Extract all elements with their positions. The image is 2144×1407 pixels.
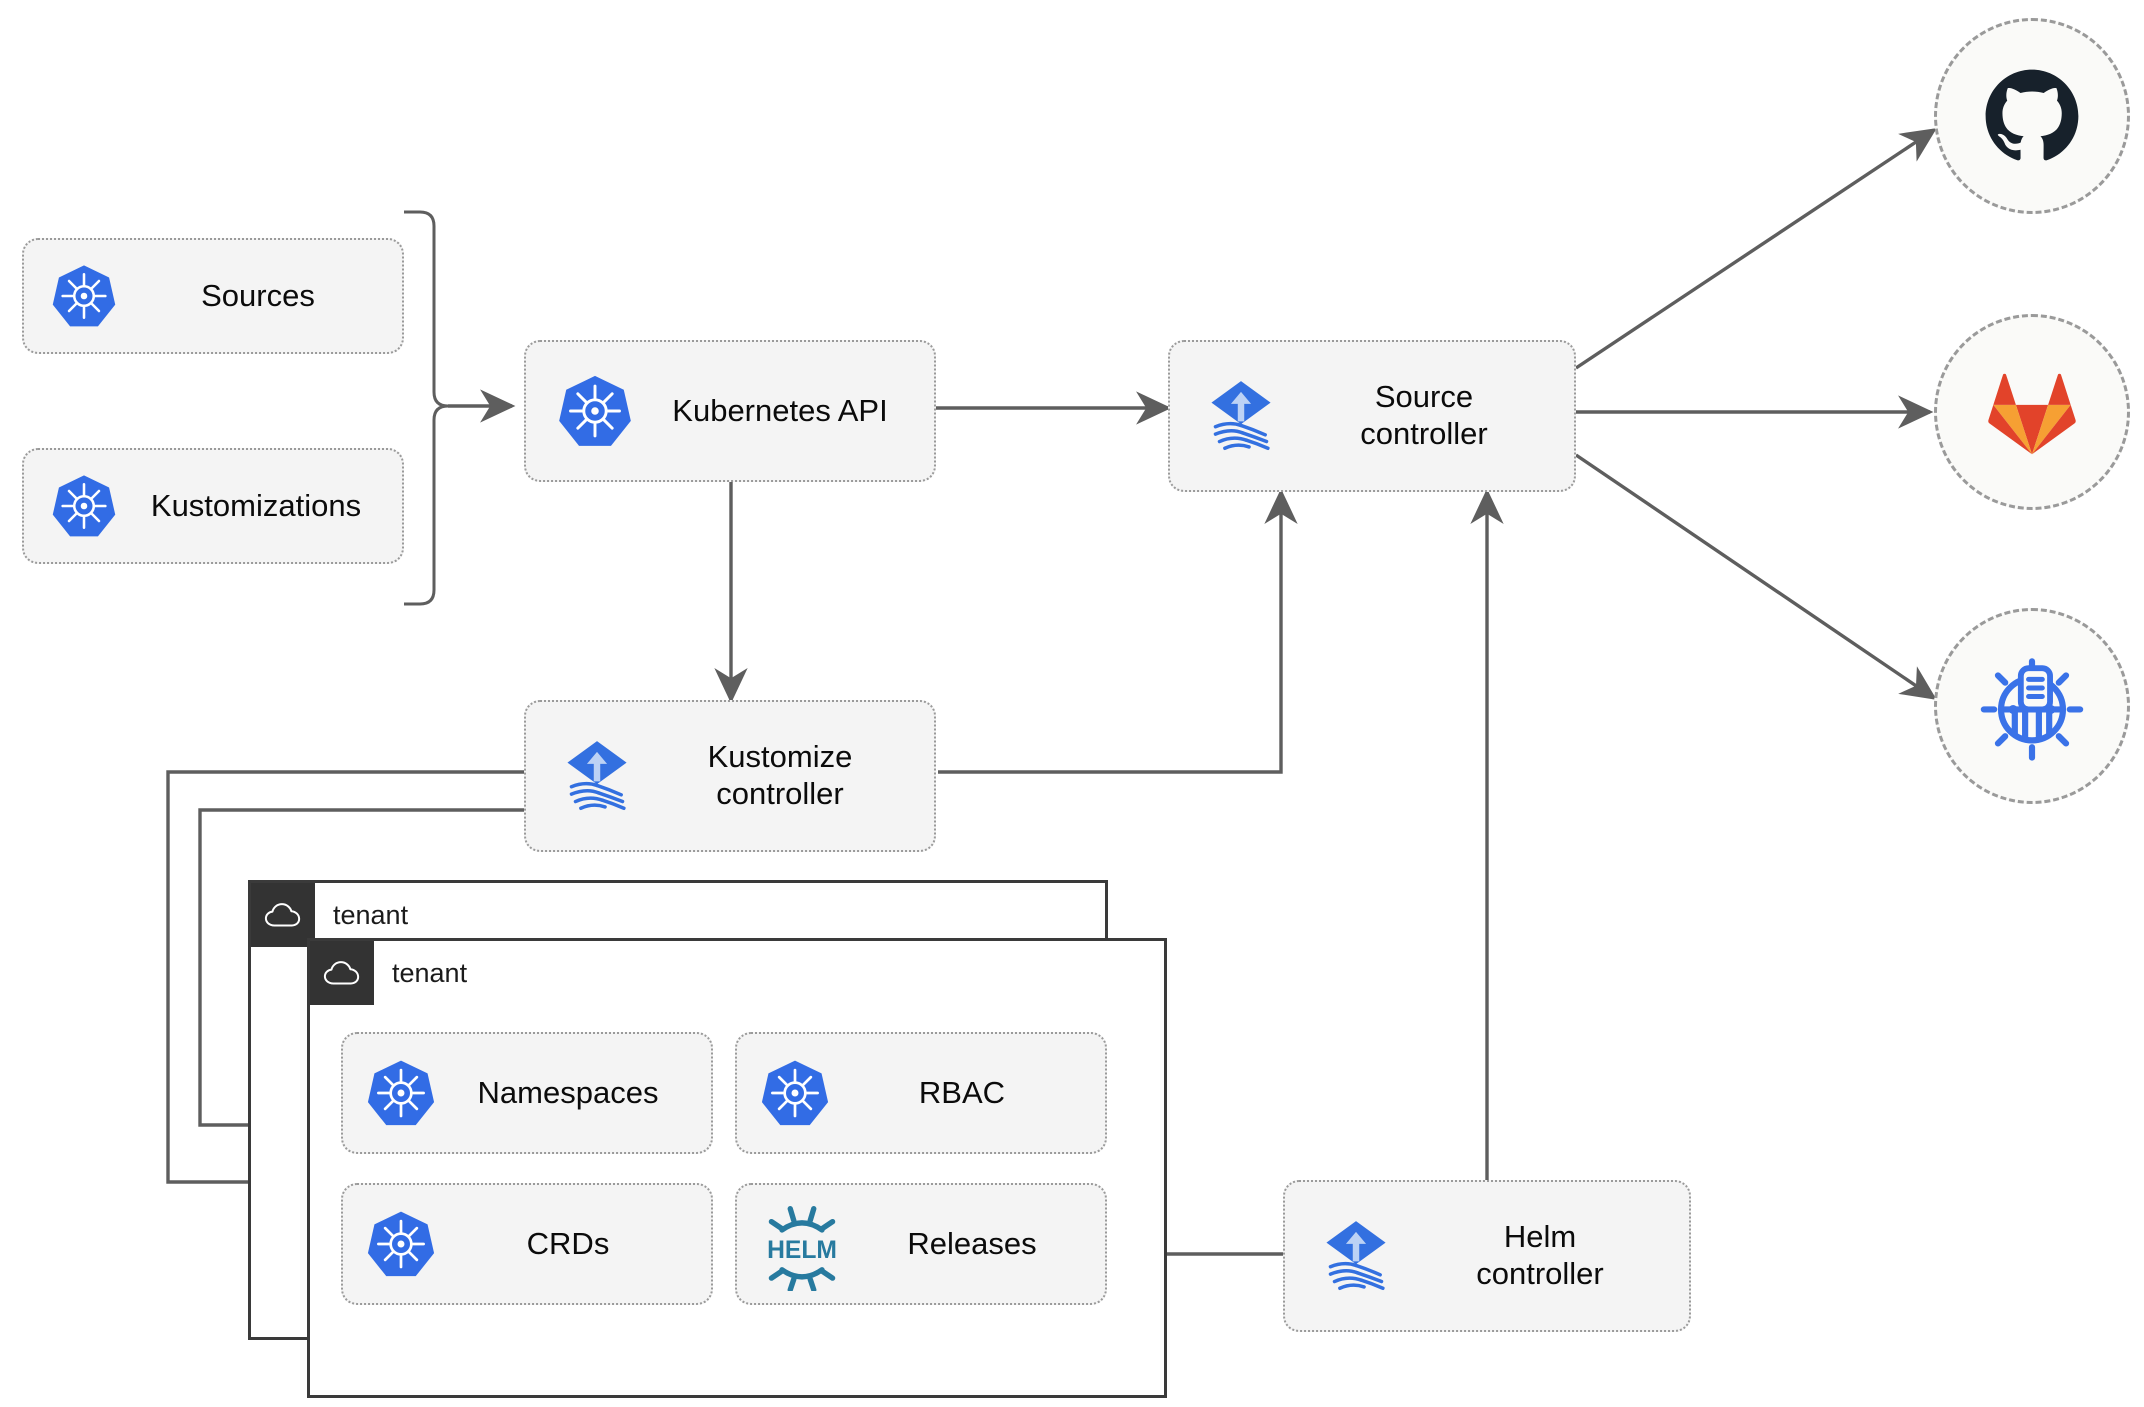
kubernetes-icon <box>365 1208 437 1280</box>
node-label: Kubernetes API <box>672 392 888 428</box>
node-helm-controller[interactable]: Helm controller <box>1283 1180 1691 1332</box>
tenant-resource-namespaces[interactable]: Namespaces <box>341 1032 713 1154</box>
node-label: Kustomize controller <box>707 739 853 811</box>
node-label: Source controller <box>1360 379 1488 451</box>
node-kubernetes-api[interactable]: Kubernetes API <box>524 340 936 482</box>
provider-github[interactable] <box>1934 18 2130 214</box>
tenant-label: tenant <box>392 957 468 988</box>
edge-source-github <box>1575 128 1937 370</box>
resource-box-kustomizations[interactable]: Kustomizations <box>22 448 404 564</box>
gitlab-icon <box>1988 373 2076 455</box>
helm-icon: HELM <box>755 1197 849 1291</box>
node-label: Helm controller <box>1476 1219 1604 1291</box>
tenant-resource-crds[interactable]: CRDs <box>341 1183 713 1305</box>
flux-icon <box>1198 373 1284 459</box>
edge-source-helmrepo <box>1575 453 1937 700</box>
helm-repository-icon <box>1980 658 2084 761</box>
flux-icon <box>554 733 640 819</box>
kubernetes-icon <box>365 1057 437 1129</box>
kubernetes-icon <box>50 472 118 540</box>
tenant-resource-label: RBAC <box>918 1074 1006 1110</box>
kubernetes-icon <box>50 262 118 330</box>
resource-label: Kustomizations <box>150 487 362 523</box>
tenant-resource-label: Releases <box>907 1225 1037 1261</box>
github-icon <box>1985 69 2079 161</box>
kubernetes-icon <box>759 1057 831 1129</box>
cloud-icon <box>310 941 374 1005</box>
cloud-icon <box>251 883 315 947</box>
tenant-resource-label: CRDs <box>526 1225 610 1261</box>
edge-kustomize-source <box>938 488 1298 774</box>
flux-icon <box>1313 1213 1399 1299</box>
provider-helm-repository[interactable] <box>1934 608 2130 804</box>
resource-box-sources[interactable]: Sources <box>22 238 404 354</box>
tenant-resource-rbac[interactable]: RBAC <box>735 1032 1107 1154</box>
helm-wordmark: HELM <box>767 1237 837 1264</box>
tenant-container-front[interactable]: tenant <box>307 938 1167 1398</box>
resource-label: Sources <box>201 277 315 313</box>
node-source-controller[interactable]: Source controller <box>1168 340 1576 492</box>
kubernetes-icon <box>556 372 634 450</box>
node-kustomize-controller[interactable]: Kustomize controller <box>524 700 936 852</box>
provider-gitlab[interactable] <box>1934 314 2130 510</box>
tenant-label: tenant <box>333 899 409 930</box>
edge-group-bracket <box>404 210 449 606</box>
tenant-resource-releases[interactable]: HELM Releases <box>735 1183 1107 1305</box>
tenant-resource-label: Namespaces <box>477 1074 659 1110</box>
